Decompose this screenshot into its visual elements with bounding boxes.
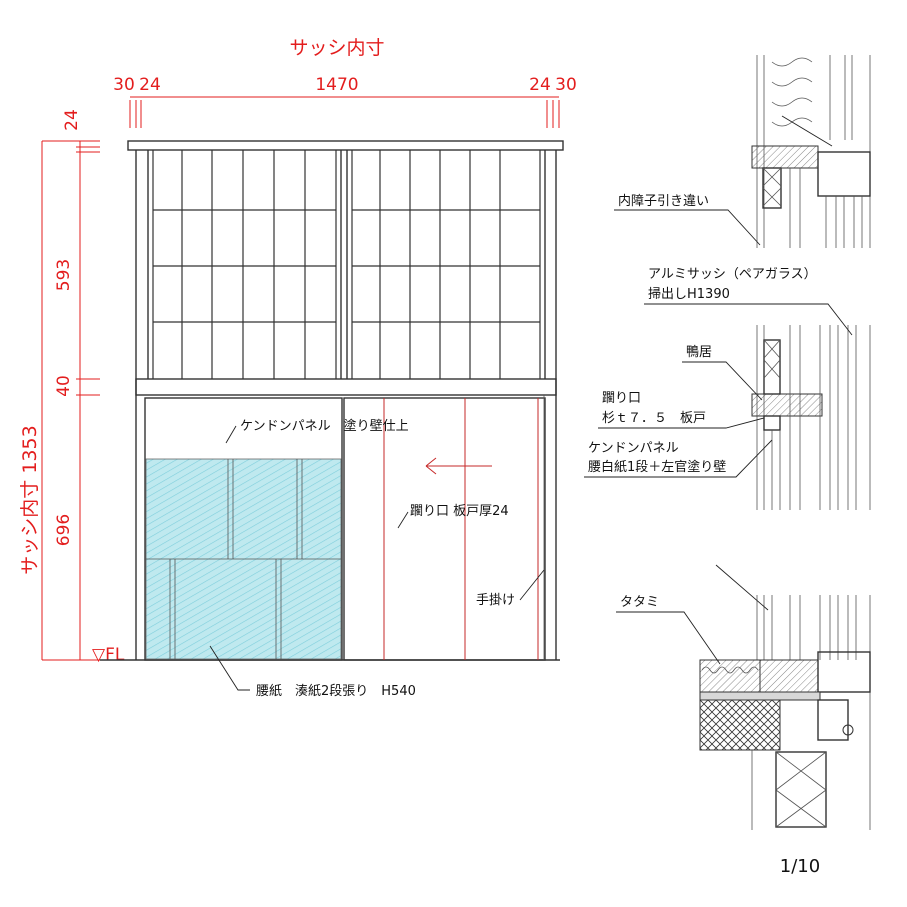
label-uchi-shoji: 内障子引き違い xyxy=(618,193,709,209)
label-tekake: 手掛け xyxy=(476,593,515,608)
dim-w-right-30: 30 xyxy=(555,75,577,95)
label-kendon-2: 腰白紙1段＋左官塗り壁 xyxy=(588,459,726,475)
dim-h-lower: 696 xyxy=(54,514,74,546)
height-dimensions: 24 593 40 696 サッシ内寸 1353 ▽FL xyxy=(19,109,125,665)
width-dimensions: サッシ内寸 30 24 1470 24 30 xyxy=(113,37,577,128)
dim-w-left-30: 30 xyxy=(113,75,135,95)
dim-w-center: 1470 xyxy=(315,75,358,95)
label-niji-2: 杉ｔ７．５ 板戸 xyxy=(602,411,706,426)
label-nijiriguchi: 躙り口 板戸厚24 xyxy=(410,504,509,519)
dim-w-right-24: 24 xyxy=(529,75,551,95)
elevation-annotations: ケンドンパネル 塗り壁仕上 躙り口 板戸厚24 手掛け 腰紙 湊紙2段張り H5… xyxy=(209,418,545,699)
section-top xyxy=(751,55,871,248)
dim-h-top-24: 24 xyxy=(62,109,82,131)
label-alumi-sash-1: アルミサッシ（ペアガラス） xyxy=(648,267,817,282)
sash-width-title: サッシ内寸 xyxy=(289,37,384,59)
front-elevation xyxy=(100,140,564,661)
door-slide-arrow xyxy=(425,457,492,475)
scale-label: 1/10 xyxy=(780,856,820,877)
shoji-grid-right xyxy=(351,150,541,379)
label-kendon-1: ケンドンパネル xyxy=(588,441,679,456)
label-tatami: タタミ xyxy=(620,595,659,610)
label-koshigami: 腰紙 湊紙2段張り H540 xyxy=(256,684,416,699)
section-annotations: 内障子引き違い アルミサッシ（ペアガラス） 掃出しH1390 鴨居 躙り口 杉ｔ… xyxy=(584,193,853,665)
section-bottom xyxy=(699,564,871,830)
label-niji-1: 躙り口 xyxy=(602,391,641,406)
section-details xyxy=(699,55,871,830)
dim-w-left-24: 24 xyxy=(139,75,161,95)
dim-h-upper: 593 xyxy=(54,259,74,291)
section-middle xyxy=(751,325,871,510)
floor-level-mark: ▽FL xyxy=(92,645,125,665)
label-alumi-sash-2: 掃出しH1390 xyxy=(648,286,730,302)
label-kamoi: 鴨居 xyxy=(686,345,712,360)
koshigami-hatch xyxy=(145,458,342,660)
dim-sash-height: サッシ内寸 1353 xyxy=(19,425,41,574)
shoji-grid-left xyxy=(152,150,337,379)
dim-h-rail: 40 xyxy=(54,375,74,397)
label-kendon-panel: ケンドンパネル 塗り壁仕上 xyxy=(240,418,409,434)
